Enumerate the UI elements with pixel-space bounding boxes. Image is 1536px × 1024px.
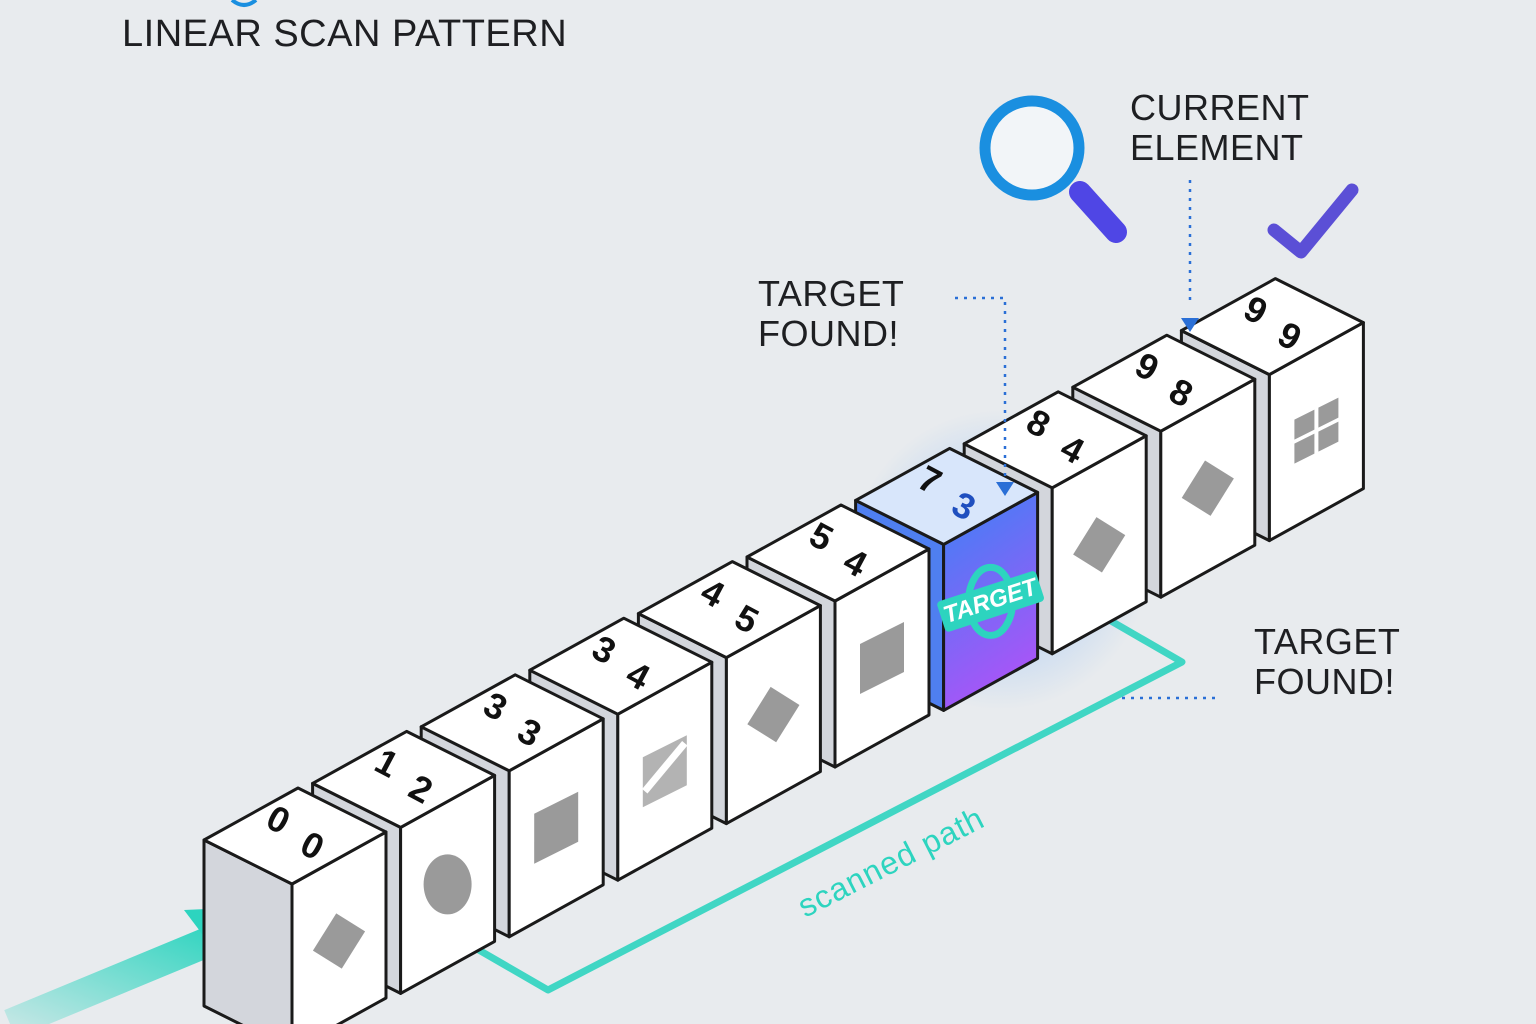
grid-icon	[1294, 397, 1339, 464]
cube-top-face	[854, 446, 1040, 546]
square-icon	[860, 622, 904, 694]
cube-top-face	[311, 729, 497, 829]
callout-lines	[955, 180, 1216, 700]
target-found-label-right: TARGET FOUND!	[1254, 621, 1401, 702]
cube-top-face	[1071, 333, 1257, 433]
magnifier-icon	[979, 95, 1127, 243]
check-icon	[1267, 183, 1359, 259]
hatched-square-icon	[642, 735, 688, 808]
cube-5: 54	[745, 503, 931, 769]
cube-top-face	[528, 616, 714, 716]
cube-0: 00	[202, 786, 388, 1024]
scanned-path-line	[456, 606, 1186, 994]
diamond-icon	[747, 686, 800, 743]
cube-top-face	[745, 503, 931, 603]
cube-top-face	[962, 390, 1148, 490]
diamond-icon	[1073, 517, 1126, 573]
circle-icon	[423, 854, 472, 915]
square-icon	[534, 791, 579, 864]
title-accent-mark	[230, 0, 258, 7]
diamond-icon	[312, 913, 366, 969]
cube-top-face	[202, 786, 388, 886]
pointer-arrow-target	[996, 482, 1014, 496]
cube-top-face	[1179, 277, 1365, 377]
pointer-arrow-current	[1181, 318, 1199, 332]
page-title: LINEAR SCAN PATTERN	[122, 13, 568, 55]
target-found-label-top: TARGET FOUND!	[758, 273, 905, 354]
cube-top-face	[636, 560, 822, 660]
scanned-path-label: scanned path	[792, 799, 990, 924]
cube-top-face	[419, 673, 605, 773]
diamond-icon	[1181, 460, 1234, 516]
current-element-label: CURRENT ELEMENT	[1130, 87, 1310, 168]
